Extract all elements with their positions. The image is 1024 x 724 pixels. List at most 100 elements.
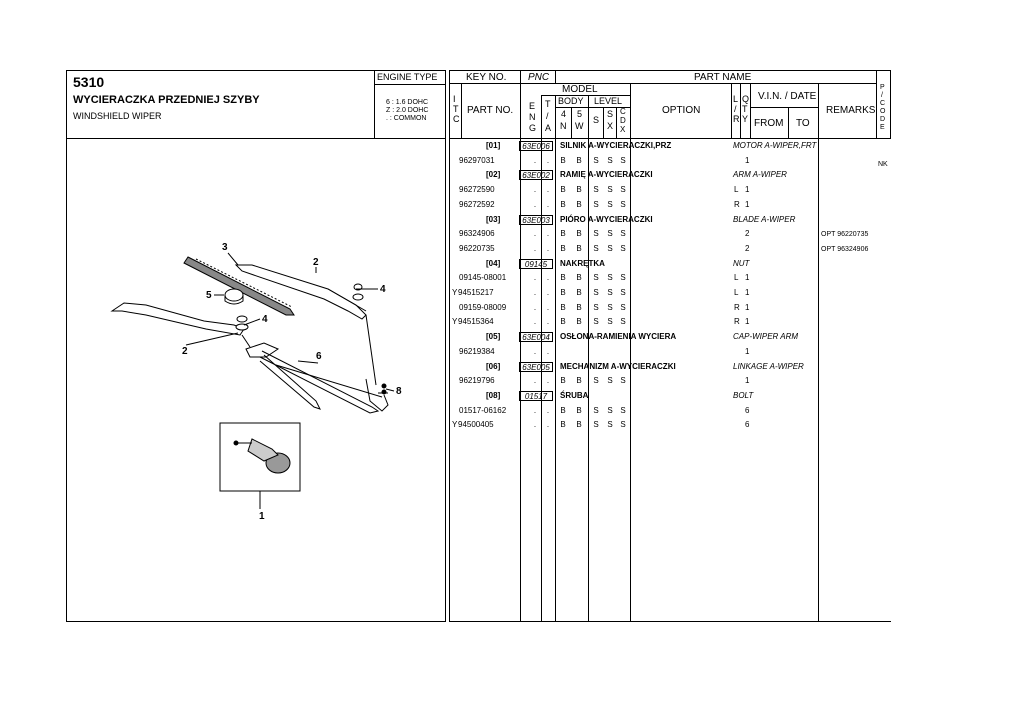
- section-code: 5310: [73, 74, 105, 90]
- part-level-sx: S: [607, 199, 613, 209]
- group-key: [01]: [486, 141, 501, 150]
- group-pnc: 63E002: [519, 170, 553, 181]
- part-body-5w: B: [576, 376, 582, 386]
- part-eng: .: [533, 317, 537, 327]
- part-body-5w: B: [576, 273, 582, 283]
- group-name-en: ARM A-WIPER: [733, 170, 787, 180]
- part-body-5w: B: [576, 317, 582, 327]
- parts-table: [449, 70, 891, 622]
- group-pnc: 09145: [519, 258, 553, 269]
- part-level-cdx: S: [620, 243, 626, 253]
- part-level-sx: S: [607, 273, 613, 283]
- part-ta: .: [546, 346, 550, 356]
- part-qty: 1: [745, 376, 750, 386]
- part-level-s: S: [593, 420, 599, 430]
- left-header-divider: [66, 138, 446, 139]
- linkage-icon: [241, 314, 389, 414]
- part-number: 09145-08001: [459, 273, 507, 283]
- part-qty: 1: [745, 317, 750, 327]
- part-remarks: OPT 96324906: [821, 245, 869, 253]
- part-level-s: S: [593, 243, 599, 253]
- part-eng: .: [533, 420, 537, 430]
- part-body-5w: B: [576, 288, 582, 297]
- group-pnc: 01517: [519, 390, 553, 401]
- part-number: 09159-08009: [459, 302, 507, 312]
- part-qty: 1: [745, 199, 750, 209]
- group-key: [08]: [486, 390, 501, 400]
- part-lr: L: [734, 288, 739, 297]
- bolt-icon: [378, 383, 388, 395]
- part-level-sx: S: [607, 317, 613, 327]
- col-key-no: KEY NO.: [466, 72, 507, 83]
- part-level-s: S: [593, 376, 599, 386]
- part-level-s: S: [593, 405, 599, 415]
- group-key: [02]: [486, 170, 501, 180]
- callout-5: 5: [206, 290, 212, 301]
- part-level-sx: S: [607, 420, 613, 430]
- group-name-en: BOLT: [733, 390, 754, 400]
- col-option: OPTION: [662, 105, 701, 116]
- part-eng: .: [533, 185, 537, 195]
- part-level-sx: S: [607, 288, 613, 297]
- part-eng: .: [533, 302, 537, 312]
- wiper-arm-left-icon: [110, 302, 245, 336]
- nut-icon: [235, 315, 249, 331]
- part-lr: L: [734, 185, 739, 195]
- part-ta: .: [546, 405, 550, 415]
- part-eng: .: [533, 376, 537, 386]
- part-level-cdx: S: [620, 420, 626, 430]
- wiper-exploded-diagram: 3 2 5 4 4 2 6 8 1: [110, 242, 402, 522]
- part-qty: 1: [745, 185, 750, 195]
- motor-icon: [233, 438, 291, 474]
- part-itc: Y: [452, 288, 458, 297]
- group-pnc: 63E004: [519, 332, 553, 343]
- callout-4-right: 4: [380, 284, 386, 295]
- part-level-cdx: S: [620, 229, 626, 239]
- part-level-s: S: [593, 273, 599, 283]
- group-name-pl: PIÓRO A-WYCIERACZKI: [560, 214, 653, 224]
- part-body-5w: B: [576, 302, 582, 312]
- part-number: 96297031: [459, 155, 495, 165]
- part-lr: R: [734, 317, 740, 327]
- part-lr: R: [734, 302, 740, 312]
- group-name-pl: OSŁONA-RAMIENIA WYCIERA: [560, 332, 677, 342]
- part-eng: .: [533, 273, 537, 283]
- engine-type-3: . : COMMON: [386, 115, 427, 122]
- col-pnc: PNC: [528, 72, 550, 83]
- part-number: 96324906: [459, 229, 495, 239]
- part-body-4n: B: [560, 155, 566, 165]
- part-number: 96272590: [459, 185, 495, 195]
- part-body-4n: B: [560, 302, 566, 312]
- part-number: 94515364: [458, 317, 494, 327]
- callout-1: 1: [259, 511, 265, 522]
- part-level-sx: S: [607, 376, 613, 386]
- engine-type-header: ENGINE TYPE: [377, 72, 438, 82]
- part-remarks: OPT 96220735: [821, 231, 869, 239]
- part-eng: .: [533, 229, 537, 239]
- callout-8: 8: [396, 386, 402, 397]
- part-ta: .: [546, 185, 550, 195]
- part-body-4n: B: [560, 288, 566, 297]
- part-eng: .: [533, 288, 537, 297]
- part-level-sx: S: [607, 185, 613, 195]
- part-number: 94515217: [458, 288, 494, 297]
- group-key: [04]: [486, 258, 501, 268]
- part-level-sx: S: [607, 405, 613, 415]
- group-name-en: BLADE A-WIPER: [733, 214, 796, 224]
- part-level-cdx: S: [620, 317, 626, 327]
- group-pnc: 63E006: [519, 141, 553, 151]
- part-number: 94500405: [458, 420, 494, 430]
- part-body-5w: B: [576, 199, 582, 209]
- part-body-4n: B: [560, 199, 566, 209]
- part-level-cdx: S: [620, 288, 626, 297]
- part-level-cdx: S: [620, 405, 626, 415]
- group-pnc: 63E005: [519, 361, 553, 372]
- part-lr: L: [734, 273, 739, 283]
- part-qty: 1: [745, 273, 750, 283]
- group-key: [03]: [486, 214, 501, 224]
- part-ta: .: [546, 420, 550, 430]
- part-itc: Y: [452, 420, 458, 430]
- part-body-5w: B: [576, 185, 582, 195]
- col-body: BODY: [558, 96, 584, 106]
- group-name-en: CAP-WIPER ARM: [733, 332, 799, 342]
